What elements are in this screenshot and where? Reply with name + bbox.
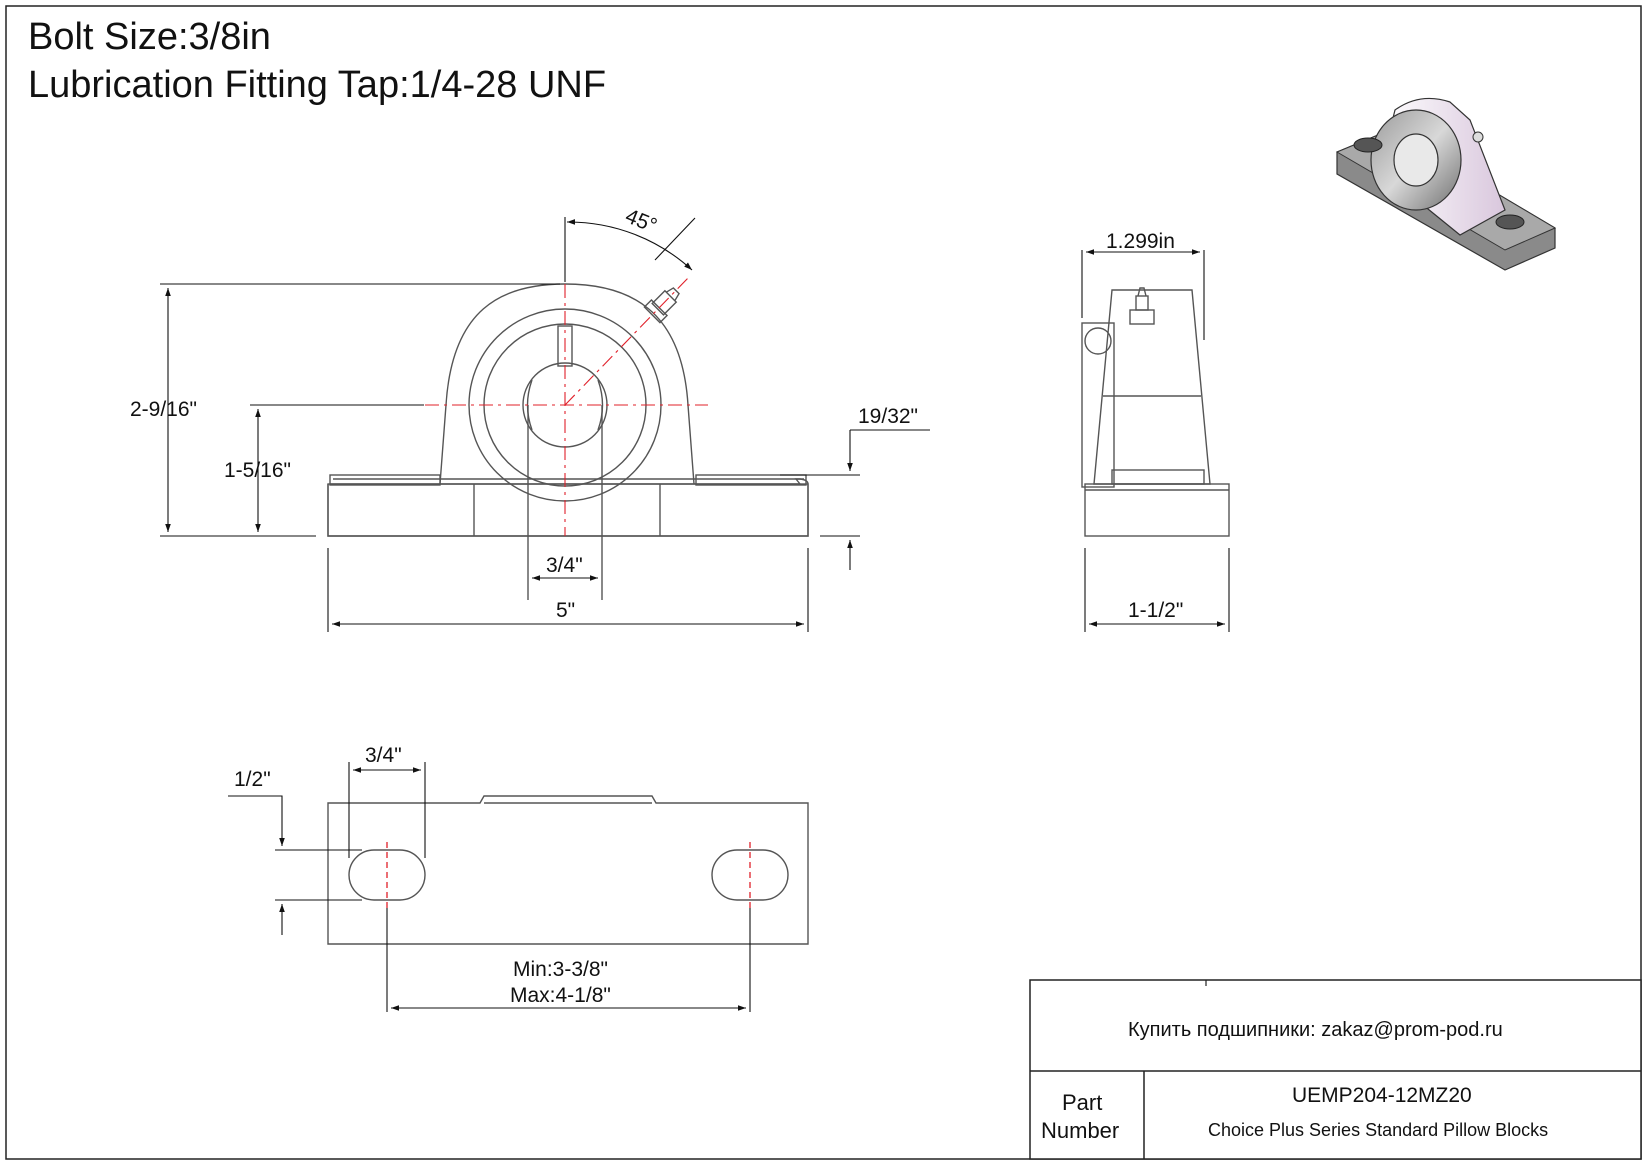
slot-length-label: 3/4" [365,744,402,767]
part-number: UEMP204-12MZ20 [1292,1084,1472,1107]
buy-text: Купить подшипники: zakaz@prom-pod.ru [1128,1019,1503,1041]
top-view: 3/4" 1/2" Min:3-3/8" Max:4-1/8" [228,744,809,1012]
side-housing [1093,289,1211,485]
slot-left [348,849,426,901]
slot-width-label: 1/2" [234,768,271,791]
side-grease-fitting [1129,287,1155,325]
angle-arc [566,219,693,271]
iso-slot-right [1495,214,1525,230]
sheet-border [5,5,1642,1160]
lubrication-tap-heading: Lubrication Fitting Tap:1/4-28 UNF [28,64,607,106]
side-lock-collar [1081,322,1115,488]
front-base-outline [327,478,809,537]
part-label-line1: Part [1062,1090,1102,1115]
spacing-min-label: Min:3-3/8" [513,958,608,981]
slot-w-arrow-top [228,795,285,846]
iso-bore [1393,133,1439,187]
iso-grease-fitting [1472,131,1484,143]
side-base-pad [1111,469,1205,485]
angle-label: 45° [622,205,660,238]
overall-height-label: 2-9/16" [130,398,197,421]
base-thickness-label: 19/32" [858,405,918,428]
side-setscrew [1084,327,1112,355]
bolt-size-heading: Bolt Size:3/8in [28,16,271,58]
front-base [327,483,809,537]
title-block: Купить подшипники: zakaz@prom-pod.ru Par… [1029,979,1642,1160]
bore-label: 3/4" [546,554,583,577]
part-description: Choice Plus Series Standard Pillow Block… [1208,1120,1548,1140]
slot-right [711,849,789,901]
top-outline [327,795,809,945]
side-base-width-label: 1-1/2" [1128,599,1183,622]
front-centerline-45 [564,277,689,406]
front-housing [439,283,695,485]
side-top-width-label: 1.299in [1106,230,1175,253]
spacing-max-label: Max:4-1/8" [510,984,611,1007]
side-view: 1.299in 1-1/2" [1081,230,1230,632]
part-label-line2: Number [1041,1118,1119,1143]
front-base-ledge-right [695,474,807,486]
iso-thumbnail [1335,97,1557,271]
overall-length-label: 5" [556,599,575,622]
side-base [1084,483,1230,537]
center-height-label: 1-5/16" [224,459,291,482]
angle-ext-diagonal [654,217,696,261]
front-view: 45° 2-9/16" 1-5/16" 19/32" 3/4" 5" [130,205,930,632]
iso-slot-left [1353,137,1383,153]
